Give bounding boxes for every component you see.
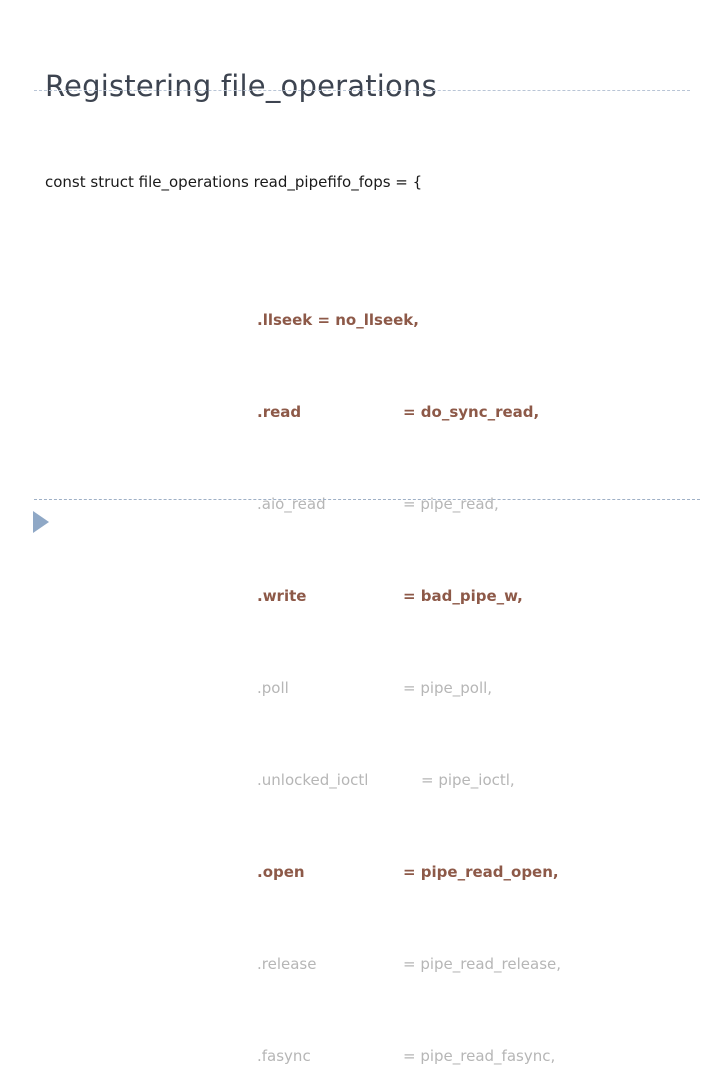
slide: Registering file_operations const struct… xyxy=(33,69,700,1065)
code-entry-aio-read-name: .aio_read xyxy=(257,495,326,513)
code-entry-fasync-assign: = pipe_read_fasync, xyxy=(403,1047,556,1065)
code-entry-release: .release = pipe_read_release, xyxy=(45,953,695,976)
code-declaration: const struct file_operations read_pipefi… xyxy=(45,173,423,191)
code-entry-poll-name: .poll xyxy=(257,679,289,697)
code-entry-write-assign: = bad_pipe_w, xyxy=(403,587,523,605)
title-divider xyxy=(34,90,690,91)
code-entry-write-name: .write xyxy=(257,587,307,605)
code-entry-unlocked-ioctl: .unlocked_ioctl = pipe_ioctl, xyxy=(45,769,695,792)
triangle-right-icon xyxy=(33,511,49,533)
slide-body: const struct file_operations read_pipefi… xyxy=(45,102,695,1092)
code-entry-llseek: .llseek = no_llseek, xyxy=(45,309,695,332)
footer-divider xyxy=(34,499,700,500)
code-entry-list: .llseek = no_llseek, .read = do_sync_read… xyxy=(45,263,695,1092)
code-entry-poll-assign: = pipe_poll, xyxy=(403,679,493,697)
code-entry-fasync-name: .fasync xyxy=(257,1047,311,1065)
code-entry-unlocked-ioctl-name: .unlocked_ioctl xyxy=(257,771,369,789)
code-entry-aio-read: .aio_read = pipe_read, xyxy=(45,493,695,516)
code-entry-read-name: .read xyxy=(257,403,302,421)
code-entry-open-assign: = pipe_read_open, xyxy=(403,863,559,881)
code-entry-unlocked-ioctl-assign: = pipe_ioctl, xyxy=(421,771,515,789)
code-entry-open-name: .open xyxy=(257,863,305,881)
code-entry-release-name: .release xyxy=(257,955,317,973)
code-entry-read: .read = do_sync_read, xyxy=(45,401,695,424)
page-title: Registering file_operations xyxy=(45,69,437,104)
code-entry-read-assign: = do_sync_read, xyxy=(403,403,540,421)
code-entry-fasync: .fasync = pipe_read_fasync, xyxy=(45,1045,695,1068)
code-entry-write: .write = bad_pipe_w, xyxy=(45,585,695,608)
code-entry-llseek-text: .llseek = no_llseek, xyxy=(257,311,419,329)
code-entry-poll: .poll = pipe_poll, xyxy=(45,677,695,700)
code-entry-release-assign: = pipe_read_release, xyxy=(403,955,562,973)
code-block: const struct file_operations read_pipefi… xyxy=(45,102,695,1092)
code-entry-aio-read-assign: = pipe_read, xyxy=(403,495,499,513)
code-entry-open: .open = pipe_read_open, xyxy=(45,861,695,884)
